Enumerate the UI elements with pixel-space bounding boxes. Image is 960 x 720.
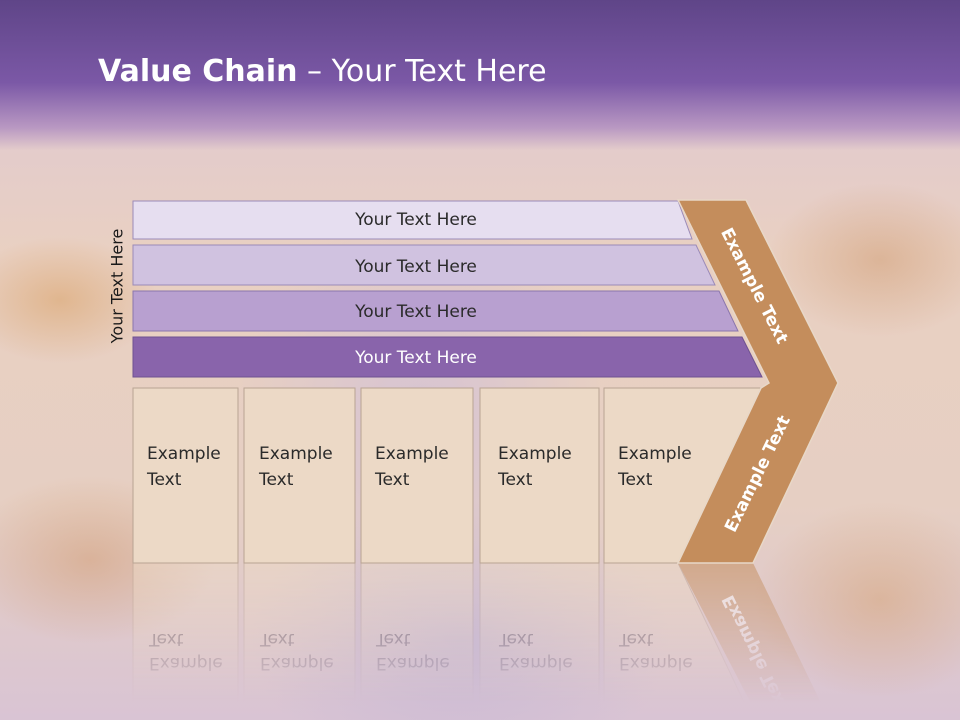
chevron-shape bbox=[676, 199, 839, 564]
box-5-line2: Text bbox=[617, 470, 653, 490]
svg-text:Example: Example bbox=[619, 653, 693, 673]
bar-3 bbox=[132, 290, 739, 332]
box-1-line2: Text bbox=[146, 470, 182, 490]
bar-4-label: Your Text Here bbox=[354, 348, 477, 368]
box-3-line1: Example bbox=[375, 444, 449, 464]
box-5-line1: Example bbox=[618, 444, 692, 464]
title-band bbox=[0, 0, 960, 150]
bar-1 bbox=[132, 200, 693, 240]
diagram-reflection: Example Text Example Text Example Text E… bbox=[132, 562, 830, 720]
svg-text:Text: Text bbox=[618, 629, 654, 649]
svg-text:Example: Example bbox=[260, 653, 334, 673]
box-2 bbox=[243, 387, 356, 564]
page-title: Value Chain – Your Text Here bbox=[98, 54, 547, 89]
bar-2 bbox=[132, 244, 716, 286]
svg-text:Text: Text bbox=[259, 629, 295, 649]
svg-text:Text: Text bbox=[498, 629, 534, 649]
box-4 bbox=[479, 387, 600, 564]
bar-2-label: Your Text Here bbox=[354, 257, 477, 277]
box-3-line2: Text bbox=[374, 470, 410, 490]
bar-4 bbox=[132, 336, 763, 378]
box-1 bbox=[132, 387, 239, 564]
box-1-line1: Example bbox=[147, 444, 221, 464]
box-2-line1: Example bbox=[259, 444, 333, 464]
svg-text:Example: Example bbox=[499, 653, 573, 673]
box-4-line1: Example bbox=[498, 444, 572, 464]
bar-3-label: Your Text Here bbox=[354, 302, 477, 322]
svg-text:Example: Example bbox=[149, 653, 223, 673]
svg-text:Example: Example bbox=[376, 653, 450, 673]
bar-1-label: Your Text Here bbox=[354, 210, 477, 230]
box-row: Example Text Example Text Example Text E… bbox=[132, 387, 762, 564]
box-3 bbox=[360, 387, 474, 564]
box-2-line2: Text bbox=[258, 470, 294, 490]
bar-stack: Your Text Here Your Text Here Your Text … bbox=[132, 200, 763, 378]
svg-text:Text: Text bbox=[375, 629, 411, 649]
box-4-line2: Text bbox=[497, 470, 533, 490]
svg-text:Text: Text bbox=[148, 629, 184, 649]
